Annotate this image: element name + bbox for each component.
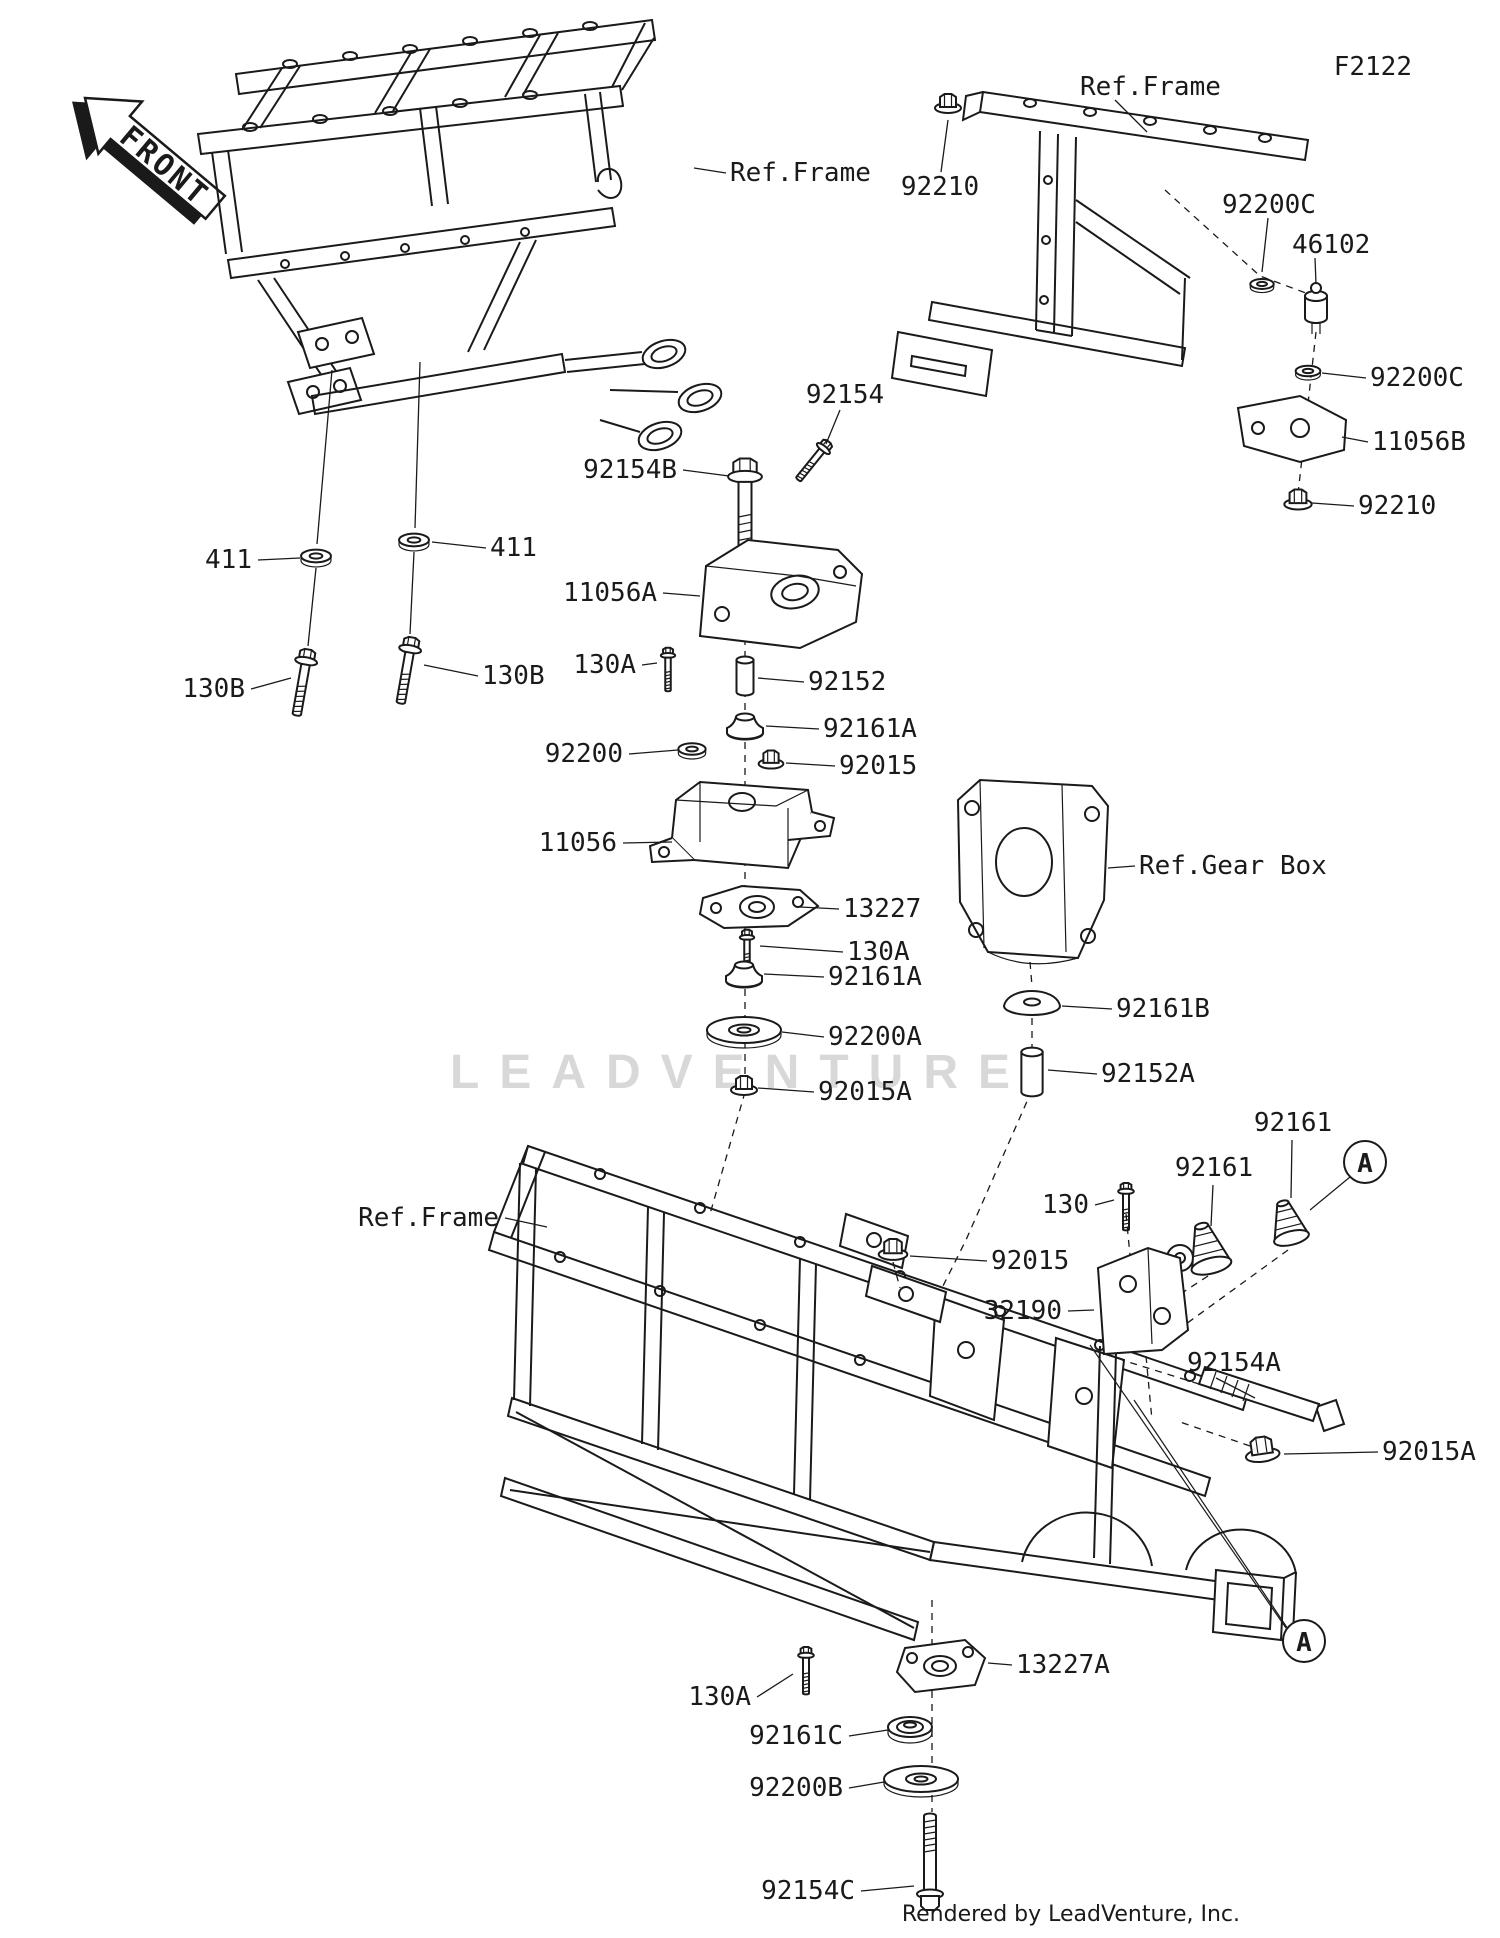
detail-a-circle-2 xyxy=(1282,1619,1326,1663)
part-label-130a-c[interactable]: 130A xyxy=(688,1682,751,1712)
part-label-13227a[interactable]: 13227A xyxy=(1016,1650,1110,1680)
part-label-92161a-a[interactable]: 92161A xyxy=(823,714,917,744)
part-label-92154b[interactable]: 92154B xyxy=(583,455,677,485)
part-label-92154c[interactable]: 92154C xyxy=(761,1876,855,1906)
part-label-92154[interactable]: 92154 xyxy=(806,380,884,410)
part-label-92161a-b[interactable]: 92161A xyxy=(828,962,922,992)
part-46102-drawing xyxy=(1304,282,1328,334)
part-label-92161b[interactable]: 92161B xyxy=(1116,994,1210,1024)
credit-line: Rendered by LeadVenture, Inc. xyxy=(902,1902,1240,1927)
part-label-92200b[interactable]: 92200B xyxy=(749,1773,843,1803)
frame-top-left-drawing xyxy=(196,18,723,452)
part-label-411-b[interactable]: 411 xyxy=(490,533,537,563)
part-label-92015a-a[interactable]: 92015A xyxy=(818,1077,912,1107)
part-label-92015a-b[interactable]: 92015A xyxy=(1382,1437,1476,1467)
front-arrow: FRONT xyxy=(72,96,227,225)
part-11056-drawing xyxy=(648,780,836,870)
part-label-92015-a[interactable]: 92015 xyxy=(839,751,917,781)
part-label-92154a[interactable]: 92154A xyxy=(1187,1348,1281,1378)
part-92161c-drawing xyxy=(887,1716,933,1744)
part-label-130a-b[interactable]: 130A xyxy=(847,937,910,967)
ref-gear-box-label: Ref.Gear Box xyxy=(1139,851,1327,881)
part-label-92152[interactable]: 92152 xyxy=(808,667,886,697)
gear-box-bracket-drawing xyxy=(956,778,1110,965)
part-92161b-drawing xyxy=(1002,990,1062,1016)
part-label-13227[interactable]: 13227 xyxy=(843,894,921,924)
part-label-11056a[interactable]: 11056A xyxy=(563,578,657,608)
part-label-32190[interactable]: 32190 xyxy=(984,1296,1062,1326)
part-13227a-drawing xyxy=(895,1638,987,1694)
part-13227-drawing xyxy=(698,884,820,930)
part-label-92161-a[interactable]: 92161 xyxy=(1254,1108,1332,1138)
part-label-130b-b[interactable]: 130B xyxy=(482,661,545,691)
part-label-92200c-b[interactable]: 92200C xyxy=(1370,363,1464,393)
part-label-92161c[interactable]: 92161C xyxy=(749,1721,843,1751)
part-label-92200[interactable]: 92200 xyxy=(545,739,623,769)
frame-bottom-drawing xyxy=(487,1144,1297,1642)
ref-frame-mid-label: Ref.Frame xyxy=(358,1203,499,1233)
part-label-92015-b[interactable]: 92015 xyxy=(991,1246,1069,1276)
diagram-code: F2122 xyxy=(1334,52,1412,82)
part-label-11056[interactable]: 11056 xyxy=(539,828,617,858)
part-11056a-drawing xyxy=(698,538,864,650)
detail-a-label-1: A xyxy=(1357,1149,1373,1179)
frame-top-right-drawing xyxy=(890,90,1310,398)
part-label-11056b[interactable]: 11056B xyxy=(1372,427,1466,457)
part-11056b-drawing xyxy=(1236,394,1348,464)
ref-frame-top-right-label: Ref.Frame xyxy=(1080,72,1221,102)
part-label-92210-b[interactable]: 92210 xyxy=(1358,491,1436,521)
part-label-46102[interactable]: 46102 xyxy=(1292,230,1370,260)
part-label-130b-a[interactable]: 130B xyxy=(182,674,245,704)
part-label-92200a[interactable]: 92200A xyxy=(828,1022,922,1052)
ref-frame-top-left-label: Ref.Frame xyxy=(730,158,871,188)
detail-a-label-2: A xyxy=(1296,1628,1312,1658)
part-32190-drawing xyxy=(1096,1246,1190,1356)
watermark: LEADVENTURE xyxy=(450,1046,1030,1099)
part-label-130a-a[interactable]: 130A xyxy=(573,650,636,680)
part-label-92161-b[interactable]: 92161 xyxy=(1175,1153,1253,1183)
detail-a-circle-1 xyxy=(1343,1140,1387,1184)
part-label-92210-a[interactable]: 92210 xyxy=(901,172,979,202)
part-label-130[interactable]: 130 xyxy=(1042,1190,1089,1220)
part-label-411-a[interactable]: 411 xyxy=(205,545,252,575)
part-label-92200c-a[interactable]: 92200C xyxy=(1222,190,1316,220)
part-92154c-drawing xyxy=(916,1812,944,1911)
part-label-92152a[interactable]: 92152A xyxy=(1101,1059,1195,1089)
